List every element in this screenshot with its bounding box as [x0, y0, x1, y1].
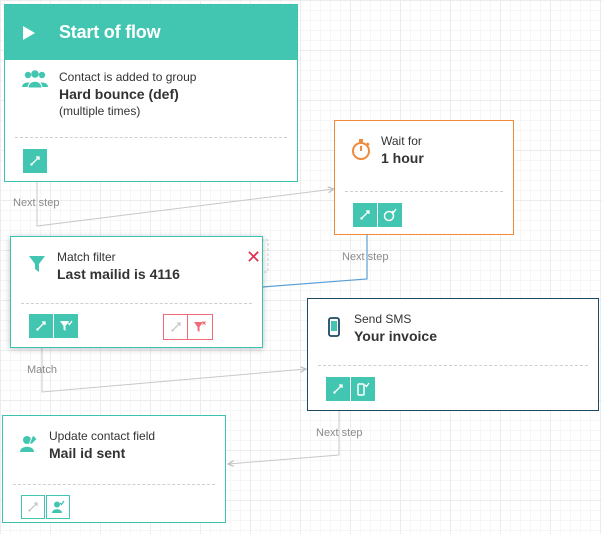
branch-arrow-icon	[30, 156, 40, 166]
separator	[345, 191, 503, 192]
separator	[21, 303, 252, 304]
start-header: Start of flow	[5, 5, 297, 60]
branch-arrow-icon	[360, 210, 370, 220]
connector-filter-sms	[41, 348, 306, 393]
separator	[15, 137, 287, 138]
user-check-icon	[52, 500, 65, 513]
start-note: (multiple times)	[59, 104, 141, 118]
add-wait-button[interactable]	[378, 203, 402, 227]
filter-cross-icon	[194, 321, 206, 332]
start-label: Contact is added to group	[59, 70, 197, 84]
branch-arrow-icon	[170, 322, 181, 332]
stopwatch-check-icon	[383, 208, 397, 222]
separator	[318, 365, 588, 366]
connector-label-sms-update: Next step	[316, 427, 363, 439]
match-next-step-button[interactable]	[29, 314, 53, 338]
sms-label: Send SMS	[354, 312, 412, 326]
filter-icon	[25, 255, 49, 273]
wait-label: Wait for	[381, 134, 422, 148]
delete-icon[interactable]: ✕	[246, 247, 262, 267]
stopwatch-icon	[349, 139, 373, 161]
wait-value: 1 hour	[381, 150, 424, 166]
sms-value: Your invoice	[354, 328, 437, 344]
branch-arrow-icon	[333, 384, 343, 394]
update-field-button[interactable]	[46, 495, 70, 519]
connector-start-wait	[36, 182, 334, 227]
connector-label-start-wait: Next step	[13, 197, 60, 209]
send-sms-node[interactable]: Send SMS Your invoice	[307, 298, 599, 411]
connector-label-wait-filter: Next step	[342, 251, 389, 263]
next-step-button[interactable]	[326, 377, 350, 401]
group-icon	[19, 69, 51, 89]
start-title: Start of flow	[59, 22, 161, 42]
next-step-button[interactable]	[23, 149, 47, 173]
branch-arrow-icon	[28, 502, 38, 512]
user-edit-icon	[17, 434, 41, 454]
start-of-flow-node[interactable]: Start of flow Contact is added to group …	[4, 4, 298, 182]
filter-value: Last mailid is 4116	[57, 266, 180, 282]
edit-sms-button[interactable]	[351, 377, 375, 401]
no-match-next-step-button[interactable]	[164, 315, 188, 339]
phone-check-icon	[357, 382, 370, 396]
filter-label: Match filter	[57, 250, 116, 264]
play-icon	[23, 25, 35, 40]
phone-icon	[322, 317, 346, 337]
wait-node[interactable]: Wait for 1 hour	[334, 120, 514, 235]
next-step-button[interactable]	[353, 203, 377, 227]
separator	[13, 484, 215, 485]
match-filter-button[interactable]	[54, 314, 78, 338]
update-value: Mail id sent	[49, 445, 126, 461]
start-value: Hard bounce (def)	[59, 86, 179, 102]
branch-arrow-icon	[36, 321, 46, 331]
update-label: Update contact field	[49, 429, 156, 443]
update-contact-field-node[interactable]: Update contact field Mail id sent	[2, 415, 226, 523]
filter-check-icon	[60, 320, 73, 331]
next-step-button[interactable]	[21, 495, 45, 519]
no-match-filter-button[interactable]	[188, 315, 212, 339]
match-filter-node[interactable]: Match filter Last mailid is 4116	[10, 236, 263, 348]
connector-label-filter-sms: Match	[27, 364, 57, 376]
